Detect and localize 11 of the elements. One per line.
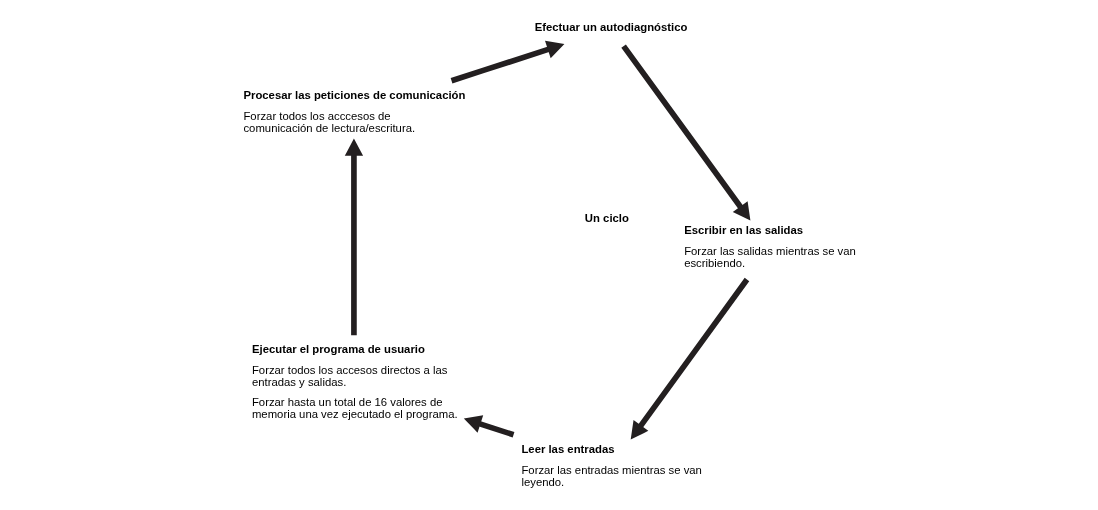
node-text: Ejecutar el programa de usuario Forzar todos los accesos directos a las entradas y salidas. Forzar hasta un total de 16 valores de memoria una vez ejecutado el programa.	[251, 343, 458, 421]
node-text: Procesar las peticiones de comunicación Forzar todos los acccesos de comunicación de lectura/escritura.	[242, 88, 465, 134]
arrow	[450, 40, 564, 84]
arrow	[630, 277, 749, 440]
node-text: Leer las entradas Forzar las entradas mientras se van leyendo.	[520, 442, 702, 488]
node-text: Efectuar un autodiagnóstico	[534, 21, 687, 34]
arrow	[620, 44, 750, 221]
label: Un ciclo	[584, 212, 629, 225]
node-text: Escribir en las salidas Forzar las salidas mientras se van escribiendo.	[683, 224, 856, 270]
arrow	[463, 415, 514, 438]
arrow	[344, 138, 363, 336]
